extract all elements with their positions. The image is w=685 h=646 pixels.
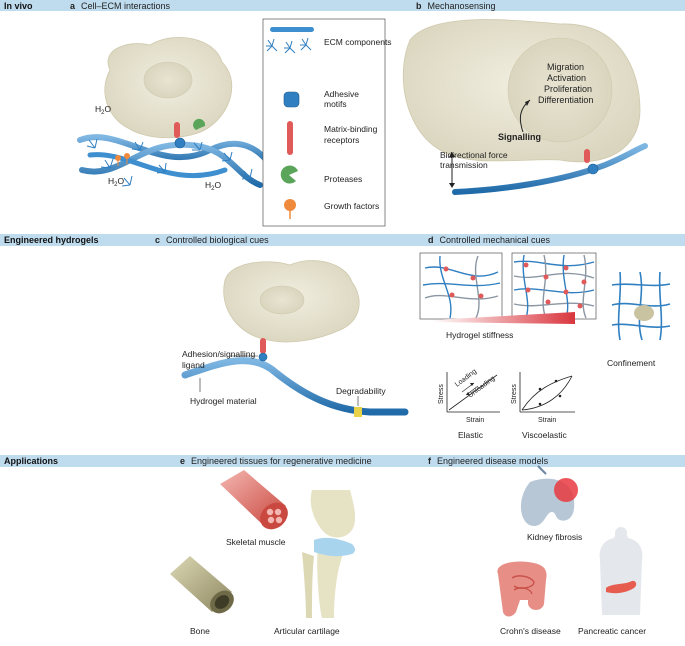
visco-stress-label: Stress bbox=[511, 384, 518, 404]
viscoelastic-label: Viscoelastic bbox=[522, 430, 567, 440]
pancreatic-label: Pancreatic cancer bbox=[578, 626, 646, 636]
elastic-stress-label: Stress bbox=[438, 384, 445, 404]
visco-strain-label: Strain bbox=[538, 417, 556, 424]
ecm-fiber-a2 bbox=[79, 141, 263, 188]
ecm-fiber-legend-icon bbox=[270, 27, 314, 32]
panel-e-illustration: Skeletal muscle Bone Articular cartilage bbox=[170, 470, 356, 636]
growth-factors-a bbox=[115, 153, 130, 166]
legend-receptors-label-1: Matrix-binding bbox=[324, 124, 378, 134]
skeletal-muscle bbox=[220, 470, 288, 530]
legend-adhesive-label-1: Adhesive bbox=[324, 89, 359, 99]
outcome-activation: Activation bbox=[547, 73, 586, 83]
elastic-strain-label: Strain bbox=[466, 417, 484, 424]
water-label-2: H2O bbox=[108, 176, 124, 188]
receptor-a bbox=[174, 122, 180, 138]
degradability-label: Degradability bbox=[336, 386, 386, 396]
nucleus-a bbox=[143, 61, 193, 99]
water-label-3: H2O bbox=[205, 180, 221, 192]
outcome-proliferation: Proliferation bbox=[544, 84, 592, 94]
band-engineered-hydrogels bbox=[0, 234, 685, 246]
legend-adhesive-label-2: motifs bbox=[324, 99, 347, 109]
growth-factor-legend-icon bbox=[284, 199, 296, 211]
ligand-c bbox=[258, 352, 268, 362]
soft-network bbox=[422, 255, 501, 319]
legend-ecm-label: ECM components bbox=[324, 37, 392, 47]
articular-cartilage bbox=[302, 490, 356, 618]
receptor-legend-icon bbox=[287, 121, 293, 155]
panel-c-illustration: Adhesion/signalling ligand Hydrogel mate… bbox=[181, 260, 409, 417]
skeletal-muscle-label: Skeletal muscle bbox=[226, 537, 286, 547]
panel-d-illustration: Hydrogel stiffness Confinement Loading U… bbox=[419, 252, 671, 440]
ecm-branch-legend-icon bbox=[266, 37, 312, 54]
bone-label: Bone bbox=[190, 626, 210, 636]
ligand-label-1: Adhesion/signalling bbox=[182, 349, 256, 359]
soft-network-box bbox=[419, 252, 503, 320]
ligand-receptor-c bbox=[260, 338, 266, 354]
legend-receptors-label-2: receptors bbox=[324, 135, 359, 145]
panel-b-illustration: Migration Activation Proliferation Diffe… bbox=[402, 19, 648, 195]
confinement-label: Confinement bbox=[607, 358, 656, 368]
water-label-1: H2O bbox=[95, 104, 111, 116]
torso bbox=[599, 527, 643, 615]
section-engineered-hydrogels: Engineered hydrogels bbox=[4, 235, 99, 245]
band-in-vivo bbox=[0, 0, 685, 11]
panel-a-illustration: H2O H2O H2O bbox=[77, 37, 273, 192]
soft-crosslinks bbox=[443, 266, 484, 299]
force-label-2: transmission bbox=[440, 160, 488, 170]
section-in-vivo: In vivo bbox=[4, 1, 33, 11]
hydrogel-fiber-c bbox=[181, 357, 409, 416]
loading-label: Loading bbox=[454, 368, 478, 389]
kidney-label: Kidney fibrosis bbox=[527, 532, 582, 542]
degradable-segment bbox=[354, 407, 362, 417]
material-label: Hydrogel material bbox=[190, 396, 257, 406]
signalling-label: Signalling bbox=[498, 132, 541, 142]
elastic-plot bbox=[446, 372, 500, 413]
bone bbox=[170, 556, 234, 614]
signalling-arrowhead bbox=[525, 100, 530, 106]
adhesive-motif-legend-icon bbox=[283, 91, 300, 108]
crohns-label: Crohn's disease bbox=[500, 626, 561, 636]
stiff-crosslinks bbox=[523, 262, 587, 309]
stiffness-label: Hydrogel stiffness bbox=[446, 330, 513, 340]
panel-f-illustration: Kidney fibrosis Crohn's disease Pancreat… bbox=[497, 465, 646, 636]
intestine bbox=[497, 561, 547, 617]
nucleus-c bbox=[259, 285, 305, 315]
force-label-1: Bidirectional force bbox=[440, 150, 508, 160]
ecm-fiber-a1 bbox=[77, 134, 273, 168]
outcome-migration: Migration bbox=[547, 62, 584, 72]
legend-proteases-label: Proteases bbox=[324, 174, 362, 184]
kidney bbox=[520, 465, 578, 527]
stiffness-wedge bbox=[432, 312, 575, 324]
outcome-differentiation: Differentiation bbox=[538, 95, 593, 105]
adhesive-motif-a bbox=[174, 137, 186, 149]
adhesive-motif-b bbox=[587, 163, 599, 175]
unloading-label: Unloading bbox=[467, 375, 496, 400]
section-applications: Applications bbox=[4, 456, 58, 466]
legend-growth-factors-label: Growth factors bbox=[324, 201, 379, 211]
ecm-fiber-a3 bbox=[87, 152, 228, 179]
ligand-label-2: ligand bbox=[182, 360, 205, 370]
confined-cell bbox=[634, 305, 654, 321]
band-applications bbox=[0, 455, 685, 467]
viscoelastic-plot bbox=[519, 372, 575, 413]
cartilage-label: Articular cartilage bbox=[274, 626, 340, 636]
confinement-grid bbox=[611, 271, 671, 341]
protease-a bbox=[193, 118, 206, 130]
nucleus-b bbox=[507, 37, 613, 143]
legend: ECM components Adhesive motifs Matrix-bi… bbox=[262, 18, 392, 227]
elastic-label: Elastic bbox=[458, 430, 484, 440]
protease-legend-icon bbox=[280, 165, 298, 184]
ecm-branches-a bbox=[86, 138, 253, 187]
receptor-b bbox=[584, 149, 590, 163]
